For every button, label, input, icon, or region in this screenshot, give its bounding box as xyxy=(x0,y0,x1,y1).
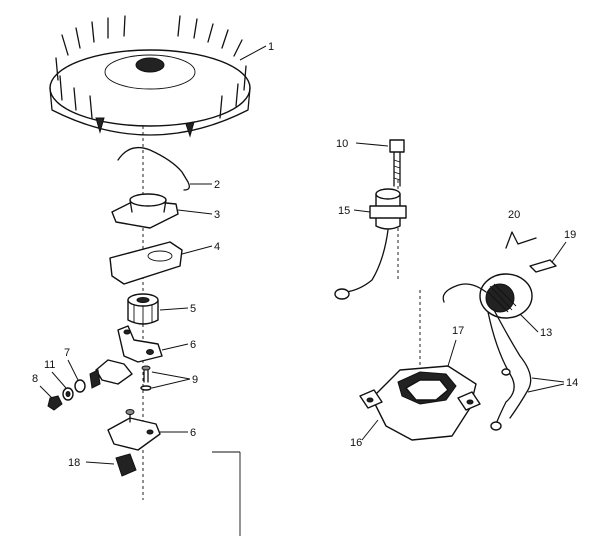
nut-washer-stack xyxy=(47,379,86,411)
wire-spring xyxy=(505,231,537,249)
ignition-coil xyxy=(442,273,533,319)
callout-8: 8 xyxy=(32,373,38,385)
lead-wires xyxy=(487,309,532,431)
flywheel xyxy=(49,15,251,138)
callout-3: 3 xyxy=(214,209,220,221)
felt-block xyxy=(115,453,137,477)
callout-4: 4 xyxy=(214,241,220,253)
point-arm-assembly xyxy=(89,359,133,389)
callout-6-upper: 6 xyxy=(190,339,196,351)
callout-18: 18 xyxy=(68,457,80,469)
bushing xyxy=(127,293,159,326)
gasket-plate xyxy=(109,241,183,285)
callout-15: 15 xyxy=(338,205,350,217)
callout-2: 2 xyxy=(214,179,220,191)
frame-line xyxy=(212,451,241,536)
callout-17: 17 xyxy=(452,325,464,337)
callout-16: 16 xyxy=(350,437,362,449)
callout-19: 19 xyxy=(564,229,576,241)
callout-10: 10 xyxy=(336,138,348,150)
bracket-lower xyxy=(107,409,161,451)
callout-7: 7 xyxy=(64,347,70,359)
centerline-right xyxy=(397,180,421,370)
spring-clip xyxy=(117,146,190,191)
bolt xyxy=(389,139,405,187)
callout-13: 13 xyxy=(540,327,552,339)
callout-14: 14 xyxy=(566,377,578,389)
callout-9: 9 xyxy=(192,374,198,386)
callout-1: 1 xyxy=(268,41,274,53)
callout-11: 11 xyxy=(44,359,55,371)
small-clip xyxy=(529,259,557,273)
condenser xyxy=(334,188,407,300)
bracket-upper xyxy=(117,325,163,363)
breaker-box xyxy=(359,365,481,441)
callout-20: 20 xyxy=(508,209,520,221)
callout-6-lower: 6 xyxy=(190,427,196,439)
callout-5: 5 xyxy=(190,303,196,315)
cup-washer xyxy=(111,193,179,229)
screw-and-washer xyxy=(140,365,152,391)
